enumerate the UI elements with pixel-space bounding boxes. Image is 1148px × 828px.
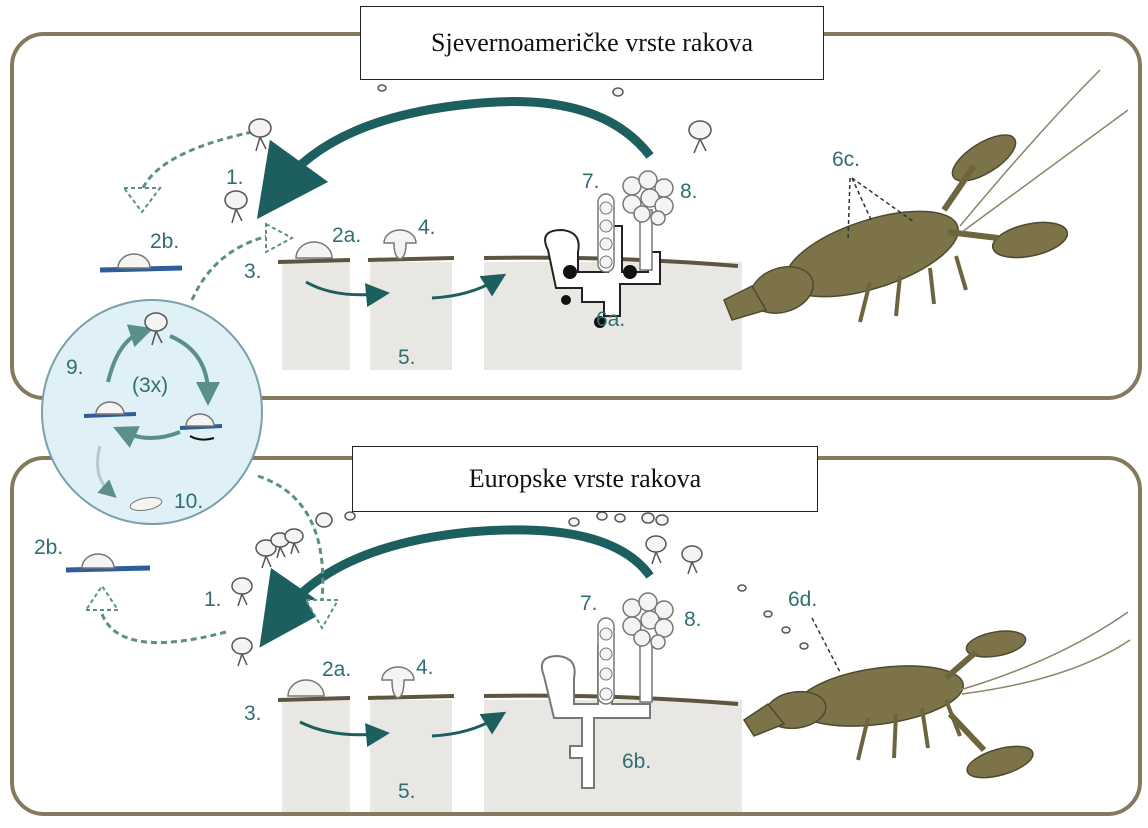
label-bottom-2b: 2b. [34, 536, 63, 559]
sporangium-stalk [640, 640, 652, 702]
label-top-4: 4. [418, 216, 436, 239]
label-top-2a: 2a. [332, 224, 361, 247]
label-top-5: 5. [398, 346, 416, 369]
label-cycle-9: 9. [66, 356, 84, 379]
label-bottom-7: 7. [580, 592, 598, 615]
label-cycle-10: 10. [174, 490, 203, 513]
label-top-6a: 6a. [596, 308, 625, 331]
label-bottom-1: 1. [204, 588, 222, 611]
label-top-7: 7. [582, 170, 600, 193]
label-bottom-8: 8. [684, 608, 702, 631]
label-top-8: 8. [680, 180, 698, 203]
panel-title-european: Europske vrste rakova [352, 446, 818, 512]
label-cycle-3x: (3x) [132, 374, 168, 397]
label-top-1: 1. [226, 166, 244, 189]
label-bottom-4: 4. [416, 656, 434, 679]
label-bottom-5: 5. [398, 780, 416, 803]
label-bottom-6d: 6d. [788, 588, 817, 611]
asexual-cycle-area [42, 300, 262, 524]
label-bottom-3: 3. [244, 702, 262, 725]
label-bottom-6b: 6b. [622, 750, 651, 773]
label-top-2b: 2b. [150, 230, 179, 253]
label-top-6c: 6c. [832, 148, 860, 171]
label-bottom-2a: 2a. [322, 658, 351, 681]
panel-title-north-american: Sjevernoameričke vrste rakova [360, 6, 824, 80]
label-top-3: 3. [244, 260, 262, 283]
